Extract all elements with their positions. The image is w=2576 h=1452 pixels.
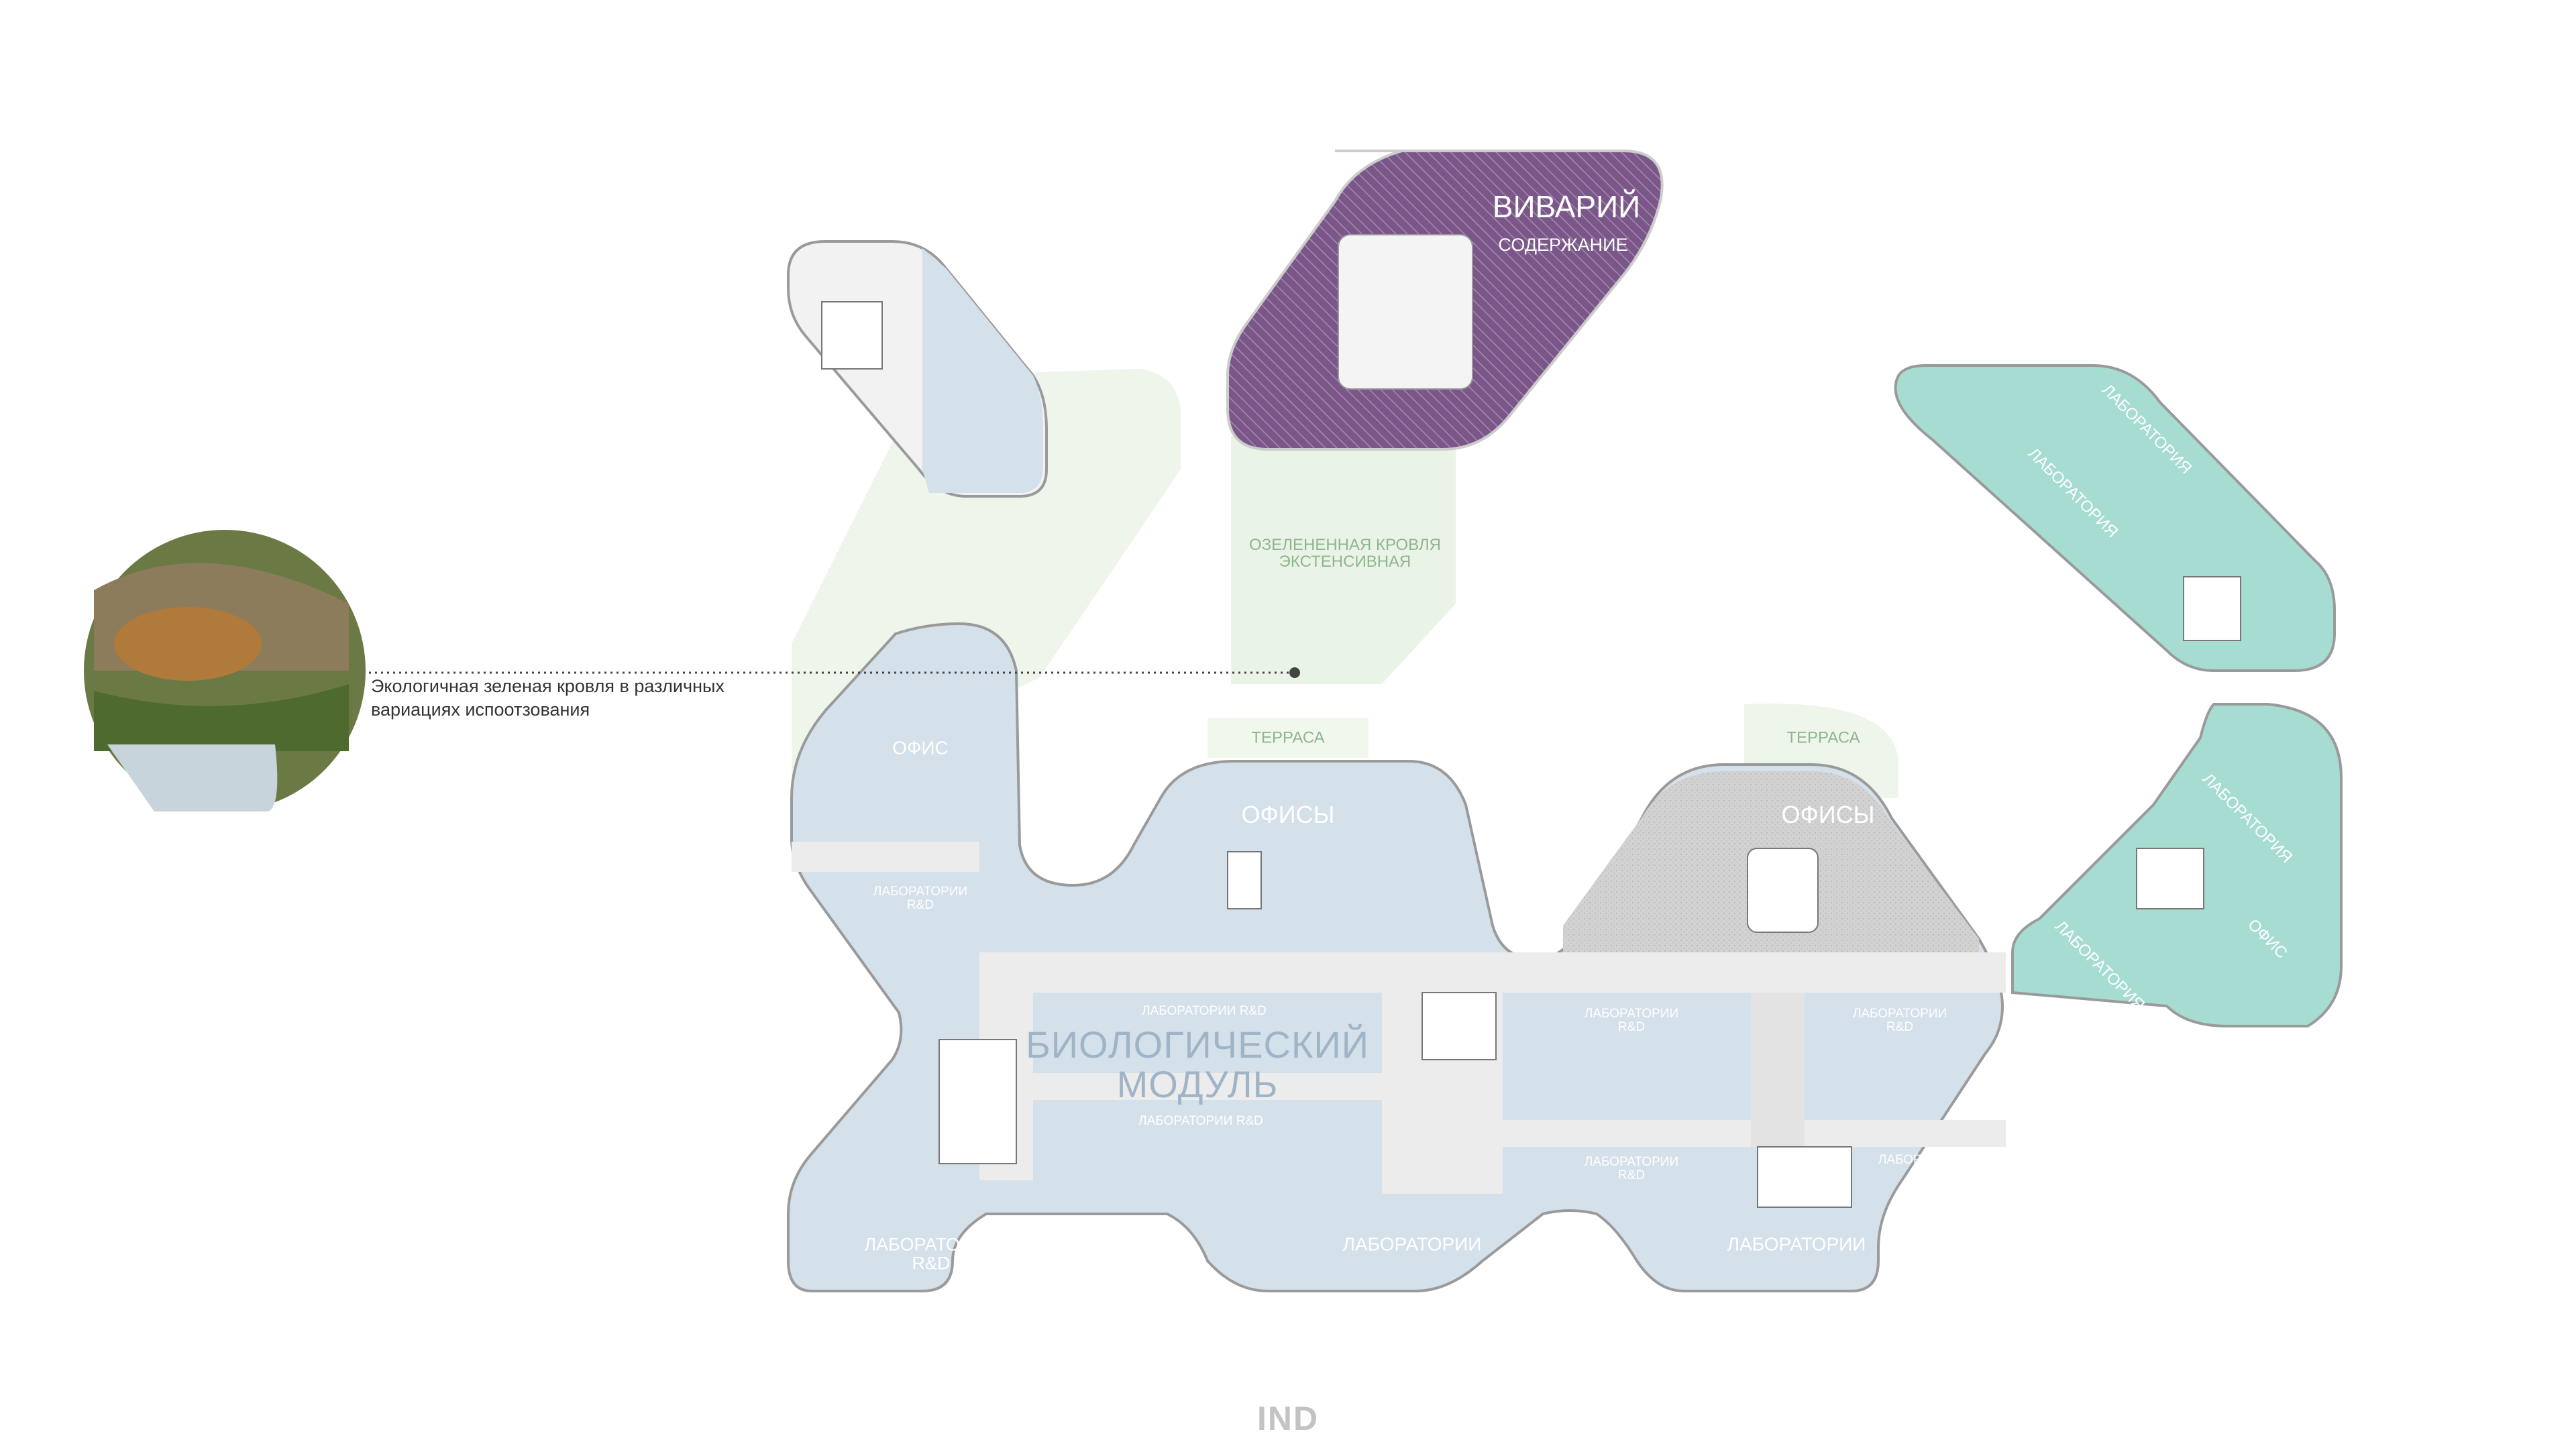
label-terrace-right: ТЕРРАСА (1786, 728, 1860, 747)
label-office-left: ОФИС (892, 737, 949, 759)
terrace-photo (84, 530, 366, 812)
green-roof-center (1231, 436, 1456, 684)
main-building (787, 622, 2006, 1292)
main-corridor (979, 952, 2006, 993)
label-offices-right: ОФИСЫ (1781, 801, 1875, 829)
label-lab-right-small: ЛАБОРАТОРИЯ (1878, 1153, 1973, 1168)
core-left (938, 1039, 1017, 1164)
label-lab-rd-center-right: ЛАБОРАТОРИИ R&D (1584, 1007, 1679, 1034)
label-vivarium-sub: СОДЕРЖАНИЕ (1498, 234, 1628, 255)
e-core (2136, 848, 2204, 909)
label-lab-rd-far-right: ЛАБОРАТОРИИ R&D (1852, 1007, 1947, 1034)
label-labs-bottom-right: ЛАБОРАТОРИИ (1727, 1233, 1866, 1255)
label-lab-rd-left: ЛАБОРАТОРИИ R&D (873, 885, 968, 912)
label-terrace-left: ТЕРРАСА (1251, 728, 1325, 747)
nw-building (787, 240, 1048, 498)
left-corridor (792, 842, 979, 872)
callout-anchor (1289, 667, 1300, 678)
label-labs-bottom-center: ЛАБОРАТОРИИ (1342, 1233, 1482, 1255)
core-right-top (1747, 848, 1819, 933)
label-bio-module: БИОЛОГИЧЕСКИЙ МОДУЛЬ (1025, 1023, 1370, 1105)
ne-core (2183, 576, 2241, 641)
label-lab-rd-top: ЛАБОРАТОРИИ R&D (1142, 1004, 1267, 1019)
vivarium-core (1338, 234, 1473, 390)
core-right-low (1757, 1146, 1852, 1208)
callout-text: Экологичная зеленая кровля в различных в… (371, 676, 724, 720)
label-green-roof: ОЗЕЛЕНЕННАЯ КРОВЛЯ ЭКСТЕНСИВНАЯ (1249, 535, 1441, 571)
e-building (2011, 703, 2343, 1027)
nw-core (821, 301, 883, 370)
ne-building (1894, 364, 2336, 672)
label-lab-rd-lower-right: ЛАБОРАТОРИИ R&D (1584, 1155, 1679, 1182)
label-lab-rd-bottom: ЛАБОРАТОРИИ R&D (1138, 1114, 1263, 1129)
nw-building-blue (922, 248, 1043, 493)
label-vivarium-title: ВИВАРИЙ (1492, 188, 1641, 224)
label-offices-center: ОФИСЫ (1241, 801, 1335, 829)
label-lab-rd-bottom-left: ЛАБОРАТОРИИ R&D (864, 1234, 998, 1274)
corridor-vertical-right (1751, 993, 1805, 1147)
ne-building-outline (1894, 364, 2336, 672)
vivarium-building (1226, 150, 1664, 451)
footer-label: IND (1256, 1400, 1320, 1437)
core-mid (1421, 992, 1497, 1060)
core-center (1227, 851, 1262, 909)
terrace-left-zone (1208, 718, 1368, 758)
